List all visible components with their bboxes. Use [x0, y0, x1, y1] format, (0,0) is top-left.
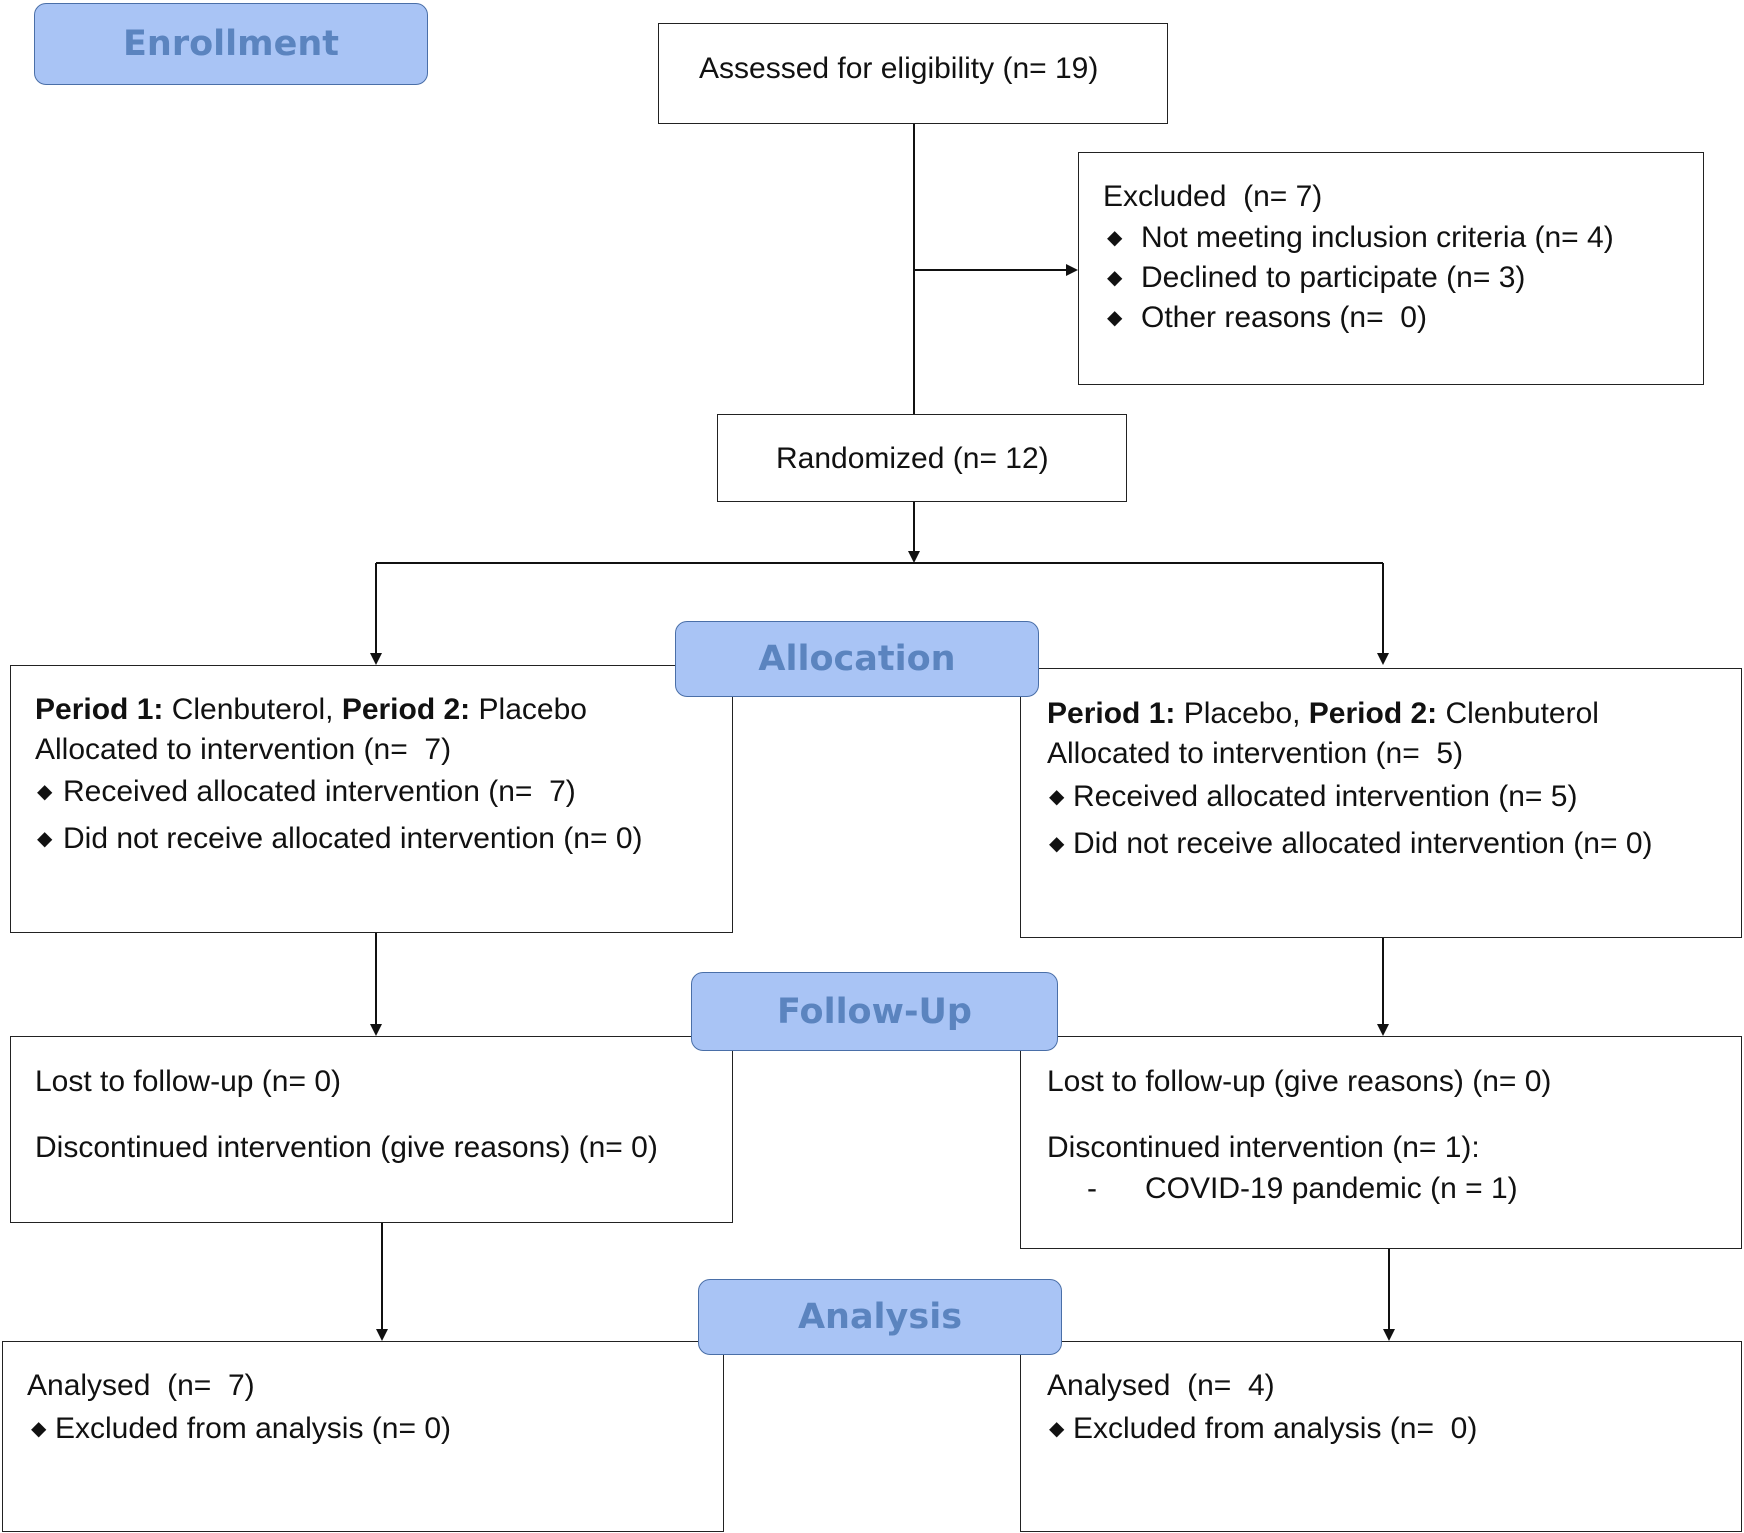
left-followup-box: Lost to follow-up (n= 0) Discontinued in…	[10, 1036, 733, 1223]
randomized-box: Randomized (n= 12)	[717, 414, 1127, 502]
right-excluded-analysis: Excluded from analysis (n= 0)	[1073, 1412, 1478, 1445]
assessed-text: Assessed for eligibility (n= 19)	[699, 52, 1099, 85]
assessed-box: Assessed for eligibility (n= 19)	[658, 23, 1168, 124]
left-analysis-box: Analysed (n= 7) ◆ Excluded from analysis…	[2, 1341, 724, 1532]
period2-label: Period 2:	[1308, 697, 1438, 730]
right-not-received: Did not receive allocated intervention (…	[1073, 827, 1653, 860]
stage-analysis: Analysis	[698, 1279, 1062, 1355]
period1-value: Placebo,	[1175, 697, 1309, 730]
bullet-icon: ◆	[37, 781, 53, 803]
randomized-text: Randomized (n= 12)	[776, 442, 1049, 475]
right-discontinued-reason: COVID-19 pandemic (n = 1)	[1145, 1172, 1518, 1205]
right-analysed: Analysed (n= 4)	[1047, 1369, 1275, 1402]
left-analysed: Analysed (n= 7)	[27, 1369, 255, 1402]
stage-allocation-label: Allocation	[758, 639, 956, 679]
bullet-icon: ◆	[1107, 267, 1123, 289]
stage-allocation: Allocation	[675, 621, 1039, 697]
right-lost: Lost to follow-up (give reasons) (n= 0)	[1047, 1065, 1552, 1098]
right-received: Received allocated intervention (n= 5)	[1073, 780, 1578, 813]
period1-label: Period 1:	[1047, 697, 1176, 730]
bullet-icon: ◆	[1049, 1418, 1065, 1440]
left-received: Received allocated intervention (n= 7)	[63, 775, 576, 808]
period2-value: Placebo	[470, 693, 587, 726]
excluded-box: Excluded (n= 7) ◆ Not meeting inclusion …	[1078, 152, 1704, 385]
left-not-received: Did not receive allocated intervention (…	[63, 822, 643, 855]
stage-enrollment: Enrollment	[34, 3, 428, 85]
period2-value: Clenbuterol	[1437, 697, 1599, 730]
period2-label: Period 2:	[341, 693, 471, 726]
bullet-icon: ◆	[1049, 786, 1065, 808]
right-analysis-box: Analysed (n= 4) ◆ Excluded from analysis…	[1020, 1341, 1742, 1532]
excluded-title: Excluded (n= 7)	[1103, 180, 1323, 213]
bullet-icon: ◆	[37, 828, 53, 850]
period1-label: Period 1:	[35, 693, 164, 726]
stage-analysis-label: Analysis	[797, 1297, 963, 1337]
left-discontinued: Discontinued intervention (give reasons)…	[35, 1131, 658, 1164]
bullet-icon: ◆	[1107, 307, 1123, 329]
excluded-item: Other reasons (n= 0)	[1141, 301, 1427, 334]
left-excluded-analysis: Excluded from analysis (n= 0)	[55, 1412, 452, 1445]
left-period-line: Period 1: Clenbuterol, Period 2: Placebo	[35, 695, 587, 725]
right-allocated: Allocated to intervention (n= 5)	[1047, 737, 1464, 770]
left-allocation-box: Period 1: Clenbuterol, Period 2: Placebo…	[10, 665, 733, 933]
excluded-item: Declined to participate (n= 3)	[1141, 261, 1526, 294]
right-discontinued: Discontinued intervention (n= 1):	[1047, 1131, 1480, 1164]
bullet-icon: ◆	[1049, 833, 1065, 855]
stage-enrollment-label: Enrollment	[123, 24, 339, 64]
stage-followup: Follow-Up	[691, 972, 1058, 1051]
left-allocated: Allocated to intervention (n= 7)	[35, 733, 452, 766]
right-period-line: Period 1: Placebo, Period 2: Clenbuterol	[1047, 699, 1599, 729]
right-followup-box: Lost to follow-up (give reasons) (n= 0) …	[1020, 1036, 1742, 1249]
dash-marker: -	[1087, 1172, 1097, 1205]
left-lost: Lost to follow-up (n= 0)	[35, 1065, 341, 1098]
period1-value: Clenbuterol,	[163, 693, 342, 726]
right-allocation-box: Period 1: Placebo, Period 2: Clenbuterol…	[1020, 668, 1742, 938]
stage-followup-label: Follow-Up	[777, 991, 972, 1032]
bullet-icon: ◆	[1107, 227, 1123, 249]
excluded-item: Not meeting inclusion criteria (n= 4)	[1141, 221, 1614, 254]
bullet-icon: ◆	[31, 1418, 47, 1440]
